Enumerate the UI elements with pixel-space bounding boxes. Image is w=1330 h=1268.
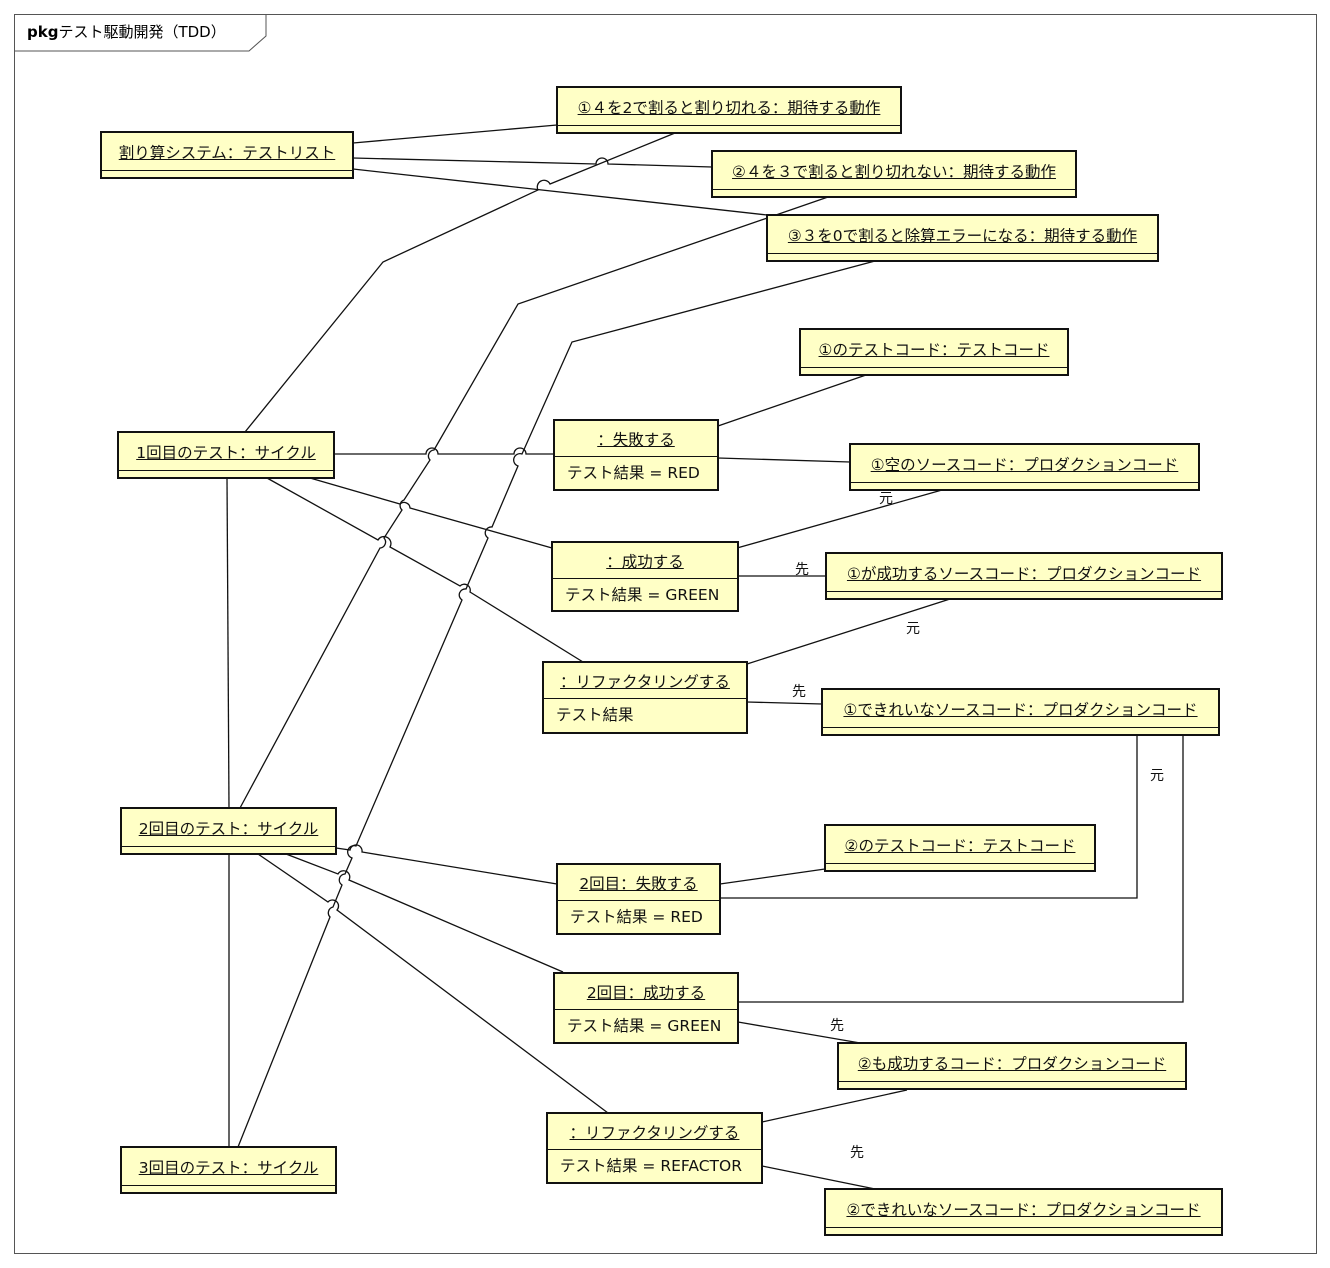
object-cycle-1-label: 1回目のテスト：サイクル <box>136 443 316 462</box>
role-label-source: 元 <box>1150 768 1164 784</box>
object-pass-1[interactable]: ：成功する テスト結果 = GREEN <box>551 541 739 612</box>
role-label-destination: 先 <box>830 1018 844 1034</box>
object-expectation-2-label: ②４を３で割ると割り切れない：期待する動作 <box>732 162 1056 181</box>
role-label-source: 元 <box>879 491 893 507</box>
role-label-destination: 先 <box>795 562 809 578</box>
object-test-list-label: 割り算システム：テストリスト <box>118 143 336 162</box>
object-expectation-3[interactable]: ③３を0で割ると除算エラーになる：期待する動作 <box>766 214 1159 262</box>
object-refactor-2-title: ：リファクタリングする <box>569 1123 740 1142</box>
link-ref1-clean1 <box>746 701 823 705</box>
object-pass-1-title: ：成功する <box>606 552 684 571</box>
link-fail1-empty1 <box>717 457 851 463</box>
link-list-exp1 <box>352 124 558 144</box>
object-cycle-2-label: 2回目のテスト：サイクル <box>138 819 319 838</box>
object-test-code-2[interactable]: ②のテストコード：テストコード <box>824 824 1096 872</box>
link-cycle1-ref1 <box>266 477 584 663</box>
link-cycle2-pass2 <box>285 853 564 973</box>
object-test-list[interactable]: 割り算システム：テストリスト <box>100 131 354 179</box>
object-cycle-2[interactable]: 2回目のテスト：サイクル <box>120 807 337 855</box>
link-cycle1-cycle2 <box>226 477 230 809</box>
link-pass1-empty1 <box>736 489 943 549</box>
object-empty-code-1[interactable]: ①空のソースコード：プロダクションコード <box>849 443 1200 491</box>
object-test-code-2-label: ②のテストコード：テストコード <box>844 836 1076 855</box>
object-clean-code-1-label: ①できれいなソースコード：プロダクションコード <box>843 700 1198 719</box>
role-label-source: 元 <box>906 621 920 637</box>
role-label-destination: 先 <box>792 684 806 700</box>
link-cycle1-fail1 <box>334 447 554 455</box>
link-cycle2-ref2 <box>257 853 609 1114</box>
link-cycle1-pass1 <box>309 477 553 549</box>
link-pass2-clean1 <box>738 735 1184 1003</box>
link-list-exp2 <box>352 157 713 168</box>
object-pass-2-attr: テスト結果 = GREEN <box>567 1017 722 1035</box>
link-ref1-src1 <box>746 598 951 665</box>
object-empty-code-1-label: ①空のソースコード：プロダクションコード <box>870 455 1179 474</box>
link-fail2-tc2 <box>719 868 826 885</box>
link-ref2-src2 <box>761 1089 908 1123</box>
frame-tab-outline <box>14 14 267 52</box>
object-pass-2-title: 2回目：成功する <box>586 983 706 1002</box>
object-test-code-1-label: ①のテストコード：テストコード <box>818 340 1050 359</box>
object-expectation-3-label: ③３を0で割ると除算エラーになる：期待する動作 <box>787 226 1138 245</box>
object-cycle-1[interactable]: 1回目のテスト：サイクル <box>117 431 335 479</box>
object-expectation-1[interactable]: ①４を2で割ると割り切れる：期待する動作 <box>556 86 902 134</box>
link-pass2-src2 <box>737 1021 867 1045</box>
object-pass-1-attr: テスト結果 = GREEN <box>565 586 720 604</box>
object-source-code-1[interactable]: ①が成功するソースコード：プロダクションコード <box>825 552 1223 600</box>
link-cycle3-exp3 <box>237 260 876 1148</box>
role-label-destination: 先 <box>850 1145 864 1161</box>
object-cycle-3[interactable]: 3回目のテスト：サイクル <box>120 1146 337 1194</box>
link-cycle2-fail2 <box>335 844 558 885</box>
object-fail-2-attr: テスト結果 = RED <box>570 908 703 926</box>
object-fail-1-title: ：失敗する <box>597 430 675 449</box>
link-cycle1-exp1 <box>244 132 676 433</box>
object-clean-code-2[interactable]: ②できれいなソースコード：プロダクションコード <box>824 1188 1223 1236</box>
object-expectation-2[interactable]: ②４を３で割ると割り切れない：期待する動作 <box>711 150 1077 198</box>
package-frame-title: pkgテスト駆動開発（TDD） <box>15 15 252 50</box>
object-clean-code-1[interactable]: ①できれいなソースコード：プロダクションコード <box>821 688 1220 736</box>
package-frame: pkgテスト駆動開発（TDD） <box>14 14 1317 1254</box>
object-cycle-3-label: 3回目のテスト：サイクル <box>138 1158 319 1177</box>
object-fail-2[interactable]: 2回目：失敗する テスト結果 = RED <box>556 863 721 935</box>
object-refactor-1-title: ：リファクタリングする <box>560 672 730 691</box>
object-refactor-2[interactable]: ：リファクタリングする テスト結果 = REFACTOR <box>546 1112 763 1184</box>
object-expectation-1-label: ①４を2で割ると割り切れる：期待する動作 <box>577 98 881 117</box>
object-source-code-2[interactable]: ②も成功するコード：プロダクションコード <box>837 1042 1187 1090</box>
object-source-code-1-label: ①が成功するソースコード：プロダクションコード <box>846 564 1202 583</box>
package-name: テスト駆動開発（TDD） <box>58 23 226 41</box>
object-source-code-2-label: ②も成功するコード：プロダクションコード <box>857 1054 1167 1073</box>
object-test-code-1[interactable]: ①のテストコード：テストコード <box>799 328 1069 376</box>
object-pass-2[interactable]: 2回目：成功する テスト結果 = GREEN <box>553 972 739 1044</box>
object-fail-1[interactable]: ：失敗する テスト結果 = RED <box>553 419 719 491</box>
link-ref2-clean2 <box>761 1165 881 1191</box>
link-fail2-clean1 <box>720 735 1138 899</box>
object-refactor-1[interactable]: ：リファクタリングする テスト結果 <box>542 661 748 734</box>
object-fail-2-title: 2回目：失敗する <box>579 874 698 893</box>
object-clean-code-2-label: ②できれいなソースコード：プロダクションコード <box>846 1200 1201 1219</box>
object-refactor-2-attr: テスト結果 = REFACTOR <box>560 1157 742 1175</box>
link-fail1-tc1 <box>717 374 867 427</box>
object-fail-1-attr: テスト結果 = RED <box>567 464 700 482</box>
object-refactor-1-attr: テスト結果 <box>556 706 634 724</box>
package-keyword: pkg <box>27 23 59 41</box>
link-list-exp3 <box>352 168 768 216</box>
